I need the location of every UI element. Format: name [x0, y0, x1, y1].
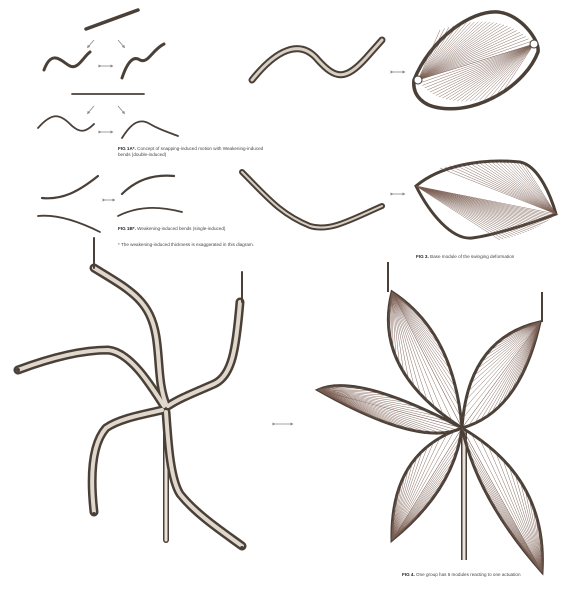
fig5-arm-5 [92, 410, 162, 512]
fig1a-label: FIG 1A*. [118, 146, 136, 151]
fig2-threaded-module [414, 12, 538, 109]
fig5-pinwheel [16, 238, 244, 550]
fig1b-bend-upper-left [42, 176, 98, 198]
fig1b-label: FIG 1B*. [118, 226, 136, 231]
fig1b-caption: FIG 1B*. Weakening-induced bends (single… [118, 226, 288, 232]
fig4-flower [318, 262, 542, 572]
fig1b-wave-left [38, 116, 94, 131]
fig2-s-strip [252, 40, 382, 80]
fig1b-bend-upper-right [122, 176, 174, 194]
fig3-text: Base module of the swinging deformation [430, 254, 514, 259]
fig4-petal [462, 428, 542, 572]
fig4-petal [318, 386, 462, 434]
fig1a-text: Concept of snapping-induced motion with … [118, 146, 263, 157]
single-arrow-icon [118, 40, 124, 47]
fig1b-bend-lower-left [38, 216, 100, 232]
fig1a-wave-right [122, 44, 164, 78]
fig3-v-strip [242, 172, 382, 228]
fig4-petal [462, 322, 540, 428]
fig1-arrows [88, 40, 124, 200]
fig1a-wave-left [44, 52, 90, 70]
footnote: * The weakening-induced thickness is exa… [118, 242, 288, 248]
fig1a-strips [38, 10, 182, 232]
fig1a-caption: FIG 1A*. Concept of snapping-induced mot… [118, 146, 268, 158]
single-arrow-icon [88, 40, 94, 47]
fig5-arm-3 [18, 350, 164, 406]
fig4-text: One group has 6 modules reacting to one … [416, 572, 520, 577]
fig4-petal [392, 428, 462, 540]
fig1b-wave-right [122, 121, 178, 138]
fig4-caption: FIG 4. One group has 6 modules reacting … [402, 572, 552, 578]
fig5-arm-4 [166, 412, 242, 546]
fig3-threaded-module [416, 161, 556, 240]
fig3-caption: FIG 3. Base module of the swinging defor… [416, 254, 564, 260]
fig3-label: FIG 3. [416, 254, 429, 259]
fig1b-text: Weakening-induced bends (single-induced) [137, 226, 225, 231]
single-arrow-icon [88, 106, 94, 113]
fig1a-straight-strip [86, 10, 138, 29]
fig4-label: FIG 4. [402, 572, 415, 577]
fig1b-bend-lower-right [118, 208, 182, 216]
single-arrow-icon [118, 106, 124, 113]
